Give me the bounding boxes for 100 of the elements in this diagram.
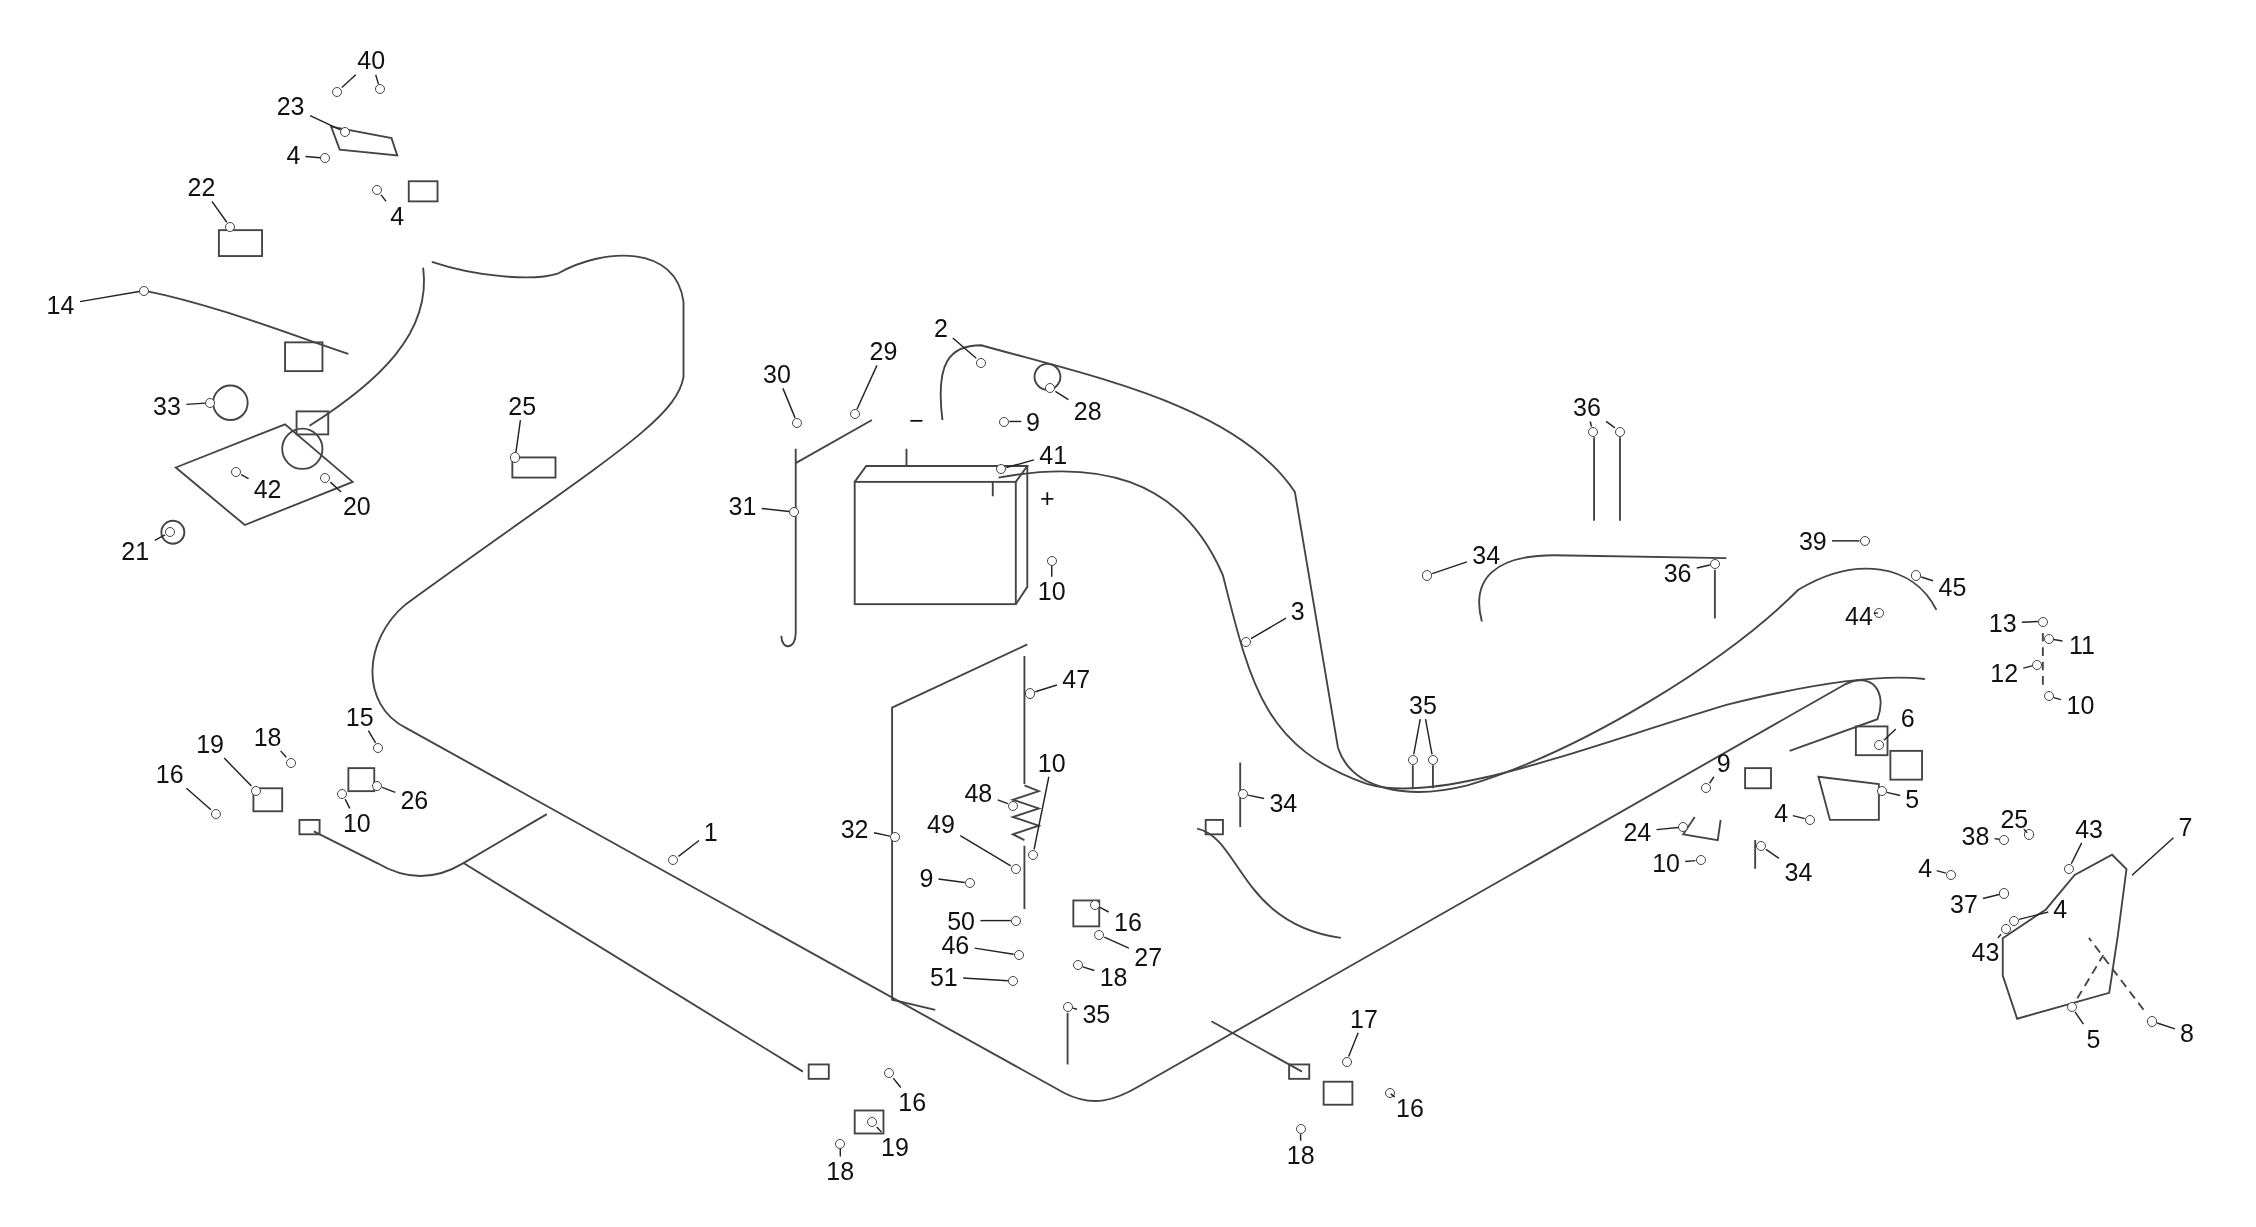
leader-line bbox=[1831, 540, 1861, 542]
callout-number: 26 bbox=[400, 787, 429, 813]
leader-line bbox=[1005, 459, 1035, 469]
leader-line bbox=[2021, 620, 2039, 623]
callout-number: 22 bbox=[187, 174, 216, 200]
callout-number: 40 bbox=[357, 47, 386, 73]
callout-number: 4 bbox=[2053, 896, 2068, 922]
part-point bbox=[374, 84, 385, 95]
leader-line bbox=[367, 730, 377, 744]
callout-number: 16 bbox=[1114, 909, 1142, 935]
callout-number: 10 bbox=[342, 810, 371, 836]
callout-number: 20 bbox=[342, 493, 371, 519]
callout-number: 8 bbox=[2180, 1020, 2194, 1046]
callout-number: 6 bbox=[1900, 705, 1915, 731]
leader-line bbox=[381, 786, 396, 794]
part-point bbox=[205, 397, 216, 408]
leader-line bbox=[2131, 837, 2175, 876]
callout-number: 33 bbox=[153, 393, 181, 419]
leader-line bbox=[782, 387, 796, 419]
part-point bbox=[835, 1138, 846, 1149]
part-point bbox=[331, 87, 342, 98]
callout-number: 10 bbox=[2066, 692, 2095, 718]
callout-number: 15 bbox=[345, 704, 374, 729]
leader-line bbox=[1081, 966, 1096, 972]
leader-line bbox=[1033, 776, 1050, 851]
part-point bbox=[889, 832, 900, 843]
leader-line bbox=[1920, 576, 1934, 582]
part-point bbox=[884, 1068, 895, 1079]
part-point bbox=[210, 809, 221, 820]
leader-line bbox=[1765, 848, 1780, 860]
leader-line bbox=[996, 799, 1009, 805]
part-point bbox=[1999, 888, 2010, 899]
part-point bbox=[964, 878, 975, 889]
part-point bbox=[1007, 800, 1018, 811]
part-point bbox=[1072, 960, 1083, 971]
leader-line bbox=[154, 534, 166, 542]
part-point bbox=[2063, 864, 2074, 875]
callout-number: 10 bbox=[1037, 578, 1066, 604]
leader-line bbox=[1051, 565, 1053, 578]
leader-line bbox=[223, 757, 253, 787]
leader-line bbox=[892, 1077, 902, 1089]
callout-number: 1 bbox=[703, 819, 718, 845]
leader-line bbox=[374, 74, 380, 85]
polarity-sign: + bbox=[1040, 485, 1055, 511]
part-point bbox=[1701, 783, 1712, 794]
callout-number: 17 bbox=[1350, 1006, 1378, 1032]
callout-number: 46 bbox=[941, 932, 970, 958]
callout-number: 34 bbox=[1472, 542, 1501, 568]
leader-line bbox=[185, 787, 212, 811]
part-point bbox=[1859, 535, 1870, 546]
part-point bbox=[225, 222, 236, 233]
callout-number: 4 bbox=[1774, 800, 1789, 826]
part-point bbox=[1238, 789, 1249, 800]
leader-line bbox=[515, 419, 522, 454]
callout-number: 18 bbox=[1099, 964, 1128, 990]
part-point bbox=[2038, 616, 2049, 627]
part-point bbox=[866, 1117, 877, 1128]
callout-number: 38 bbox=[1961, 823, 1990, 849]
part-point bbox=[1010, 915, 1021, 926]
part-point bbox=[2023, 829, 2034, 840]
part-point bbox=[337, 789, 348, 800]
leader-line bbox=[1886, 791, 1901, 797]
callout-number: 4 bbox=[390, 203, 405, 229]
part-point bbox=[251, 786, 262, 797]
callout-number: 4 bbox=[286, 142, 301, 168]
callout-number: 5 bbox=[2086, 1026, 2101, 1052]
callout-number: 25 bbox=[508, 393, 537, 419]
leader-line bbox=[952, 337, 977, 359]
callout-number: 10 bbox=[1652, 850, 1680, 876]
leader-line bbox=[839, 1147, 842, 1158]
leader-line bbox=[1993, 837, 2000, 840]
leader-line bbox=[962, 977, 1009, 982]
callout-number: 19 bbox=[196, 731, 224, 757]
leader-line bbox=[1299, 1133, 1302, 1142]
part-point bbox=[1945, 869, 1956, 880]
leader-line bbox=[1982, 893, 2000, 900]
part-point bbox=[1384, 1088, 1395, 1099]
callout-number: 2 bbox=[934, 315, 948, 341]
leader-line bbox=[2052, 638, 2064, 642]
callout-number: 16 bbox=[898, 1089, 927, 1115]
leader-line bbox=[677, 839, 700, 858]
leader-line bbox=[1431, 561, 1468, 575]
callout-number: 4 bbox=[1918, 855, 1933, 881]
part-point bbox=[2043, 633, 2054, 644]
callout-number: 19 bbox=[881, 1134, 909, 1160]
part-point bbox=[2000, 924, 2011, 935]
callout-number: 18 bbox=[1286, 1142, 1315, 1168]
callout-number: 18 bbox=[826, 1158, 855, 1184]
leader-line bbox=[973, 947, 1015, 956]
part-point bbox=[230, 466, 241, 477]
part-point bbox=[1028, 849, 1039, 860]
part-point bbox=[1911, 570, 1922, 581]
callout-number: 25 bbox=[2000, 806, 2029, 832]
part-point bbox=[1062, 1002, 1073, 1013]
callout-number: 27 bbox=[1134, 944, 1163, 970]
part-point bbox=[2066, 1002, 2077, 1013]
callout-number: 18 bbox=[253, 724, 282, 750]
leader-line bbox=[1008, 420, 1022, 423]
part-point bbox=[340, 127, 351, 138]
leader-line bbox=[937, 878, 966, 884]
